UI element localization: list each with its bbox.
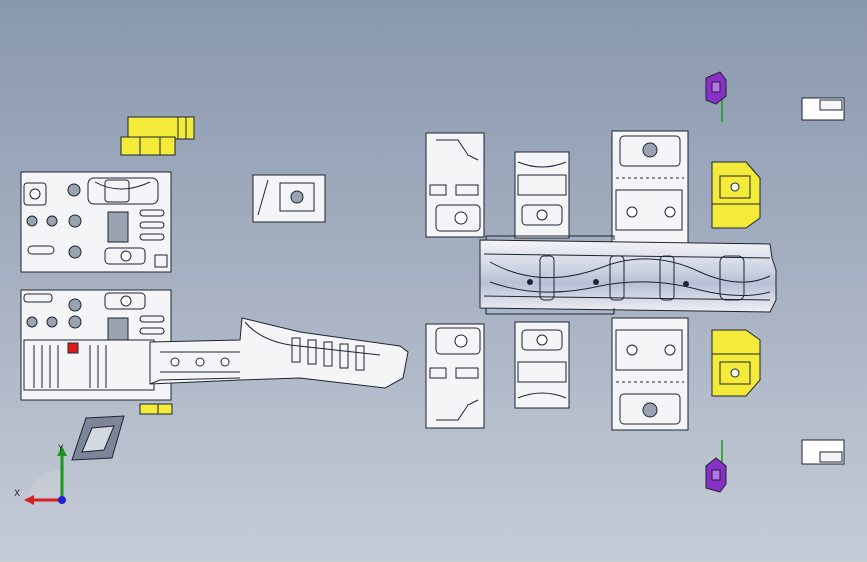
part-yellow-clip-small[interactable]	[139, 403, 173, 415]
axis-x-label: X	[14, 489, 20, 499]
part-white-bracket-lower[interactable]	[801, 439, 845, 465]
part-plate-right-c-lower[interactable]	[611, 317, 689, 431]
part-plate-right-b-upper[interactable]	[514, 151, 570, 239]
part-plate-upper-left[interactable]	[20, 171, 172, 273]
part-main-rail[interactable]	[479, 235, 777, 315]
part-plate-lower-left[interactable]	[20, 289, 172, 401]
part-purple-clip-upper[interactable]	[705, 71, 727, 122]
part-plate-right-c-upper[interactable]	[611, 130, 689, 244]
part-plate-right-a-upper[interactable]	[425, 132, 485, 238]
part-purple-clip-lower[interactable]	[705, 440, 727, 493]
part-white-bracket-upper[interactable]	[801, 97, 845, 121]
part-plate-right-a-lower[interactable]	[425, 323, 485, 429]
part-yellow-bracket-lower[interactable]	[711, 329, 761, 397]
part-plate-right-b-lower[interactable]	[514, 321, 570, 409]
part-diagonal-panel[interactable]	[149, 317, 409, 389]
coordinate-triad-icon: Y X	[14, 444, 67, 505]
part-yellow-bracket-upper[interactable]	[711, 161, 761, 229]
part-small-bracket[interactable]	[252, 174, 326, 223]
part-yellow-clip-upper[interactable]	[120, 116, 195, 156]
axis-y-label: Y	[57, 444, 64, 454]
part-gray-bracket[interactable]	[71, 415, 125, 461]
